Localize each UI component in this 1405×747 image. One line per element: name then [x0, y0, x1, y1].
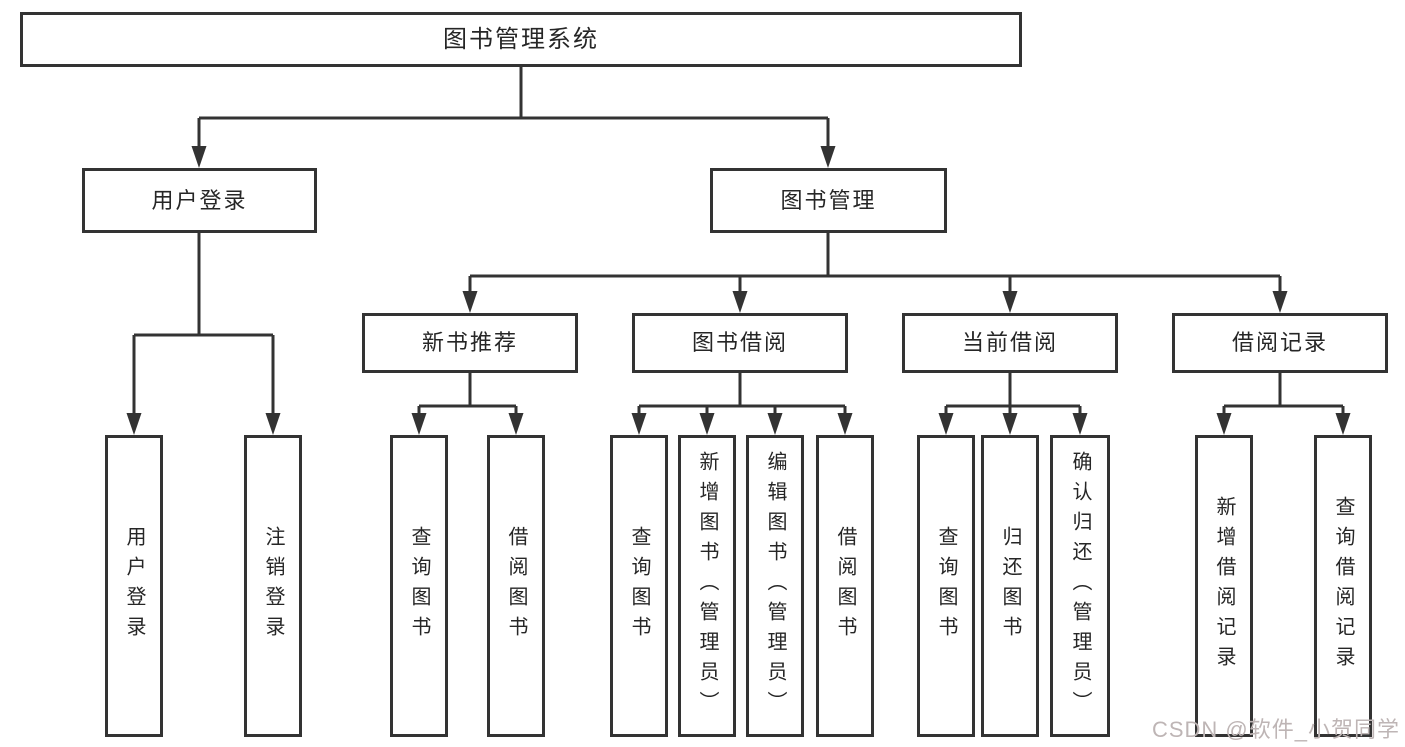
leaf-borrow-books-borrowing: 借阅图书 — [816, 435, 874, 737]
node-borrowing-records: 借阅记录 — [1172, 313, 1388, 373]
leaf-borrow-books-recommend-label: 借阅图书 — [505, 526, 527, 646]
leaf-return-book-label: 归还图书 — [999, 526, 1021, 646]
leaf-edit-book-admin-label: 编辑图书（管理员） — [764, 451, 786, 721]
leaf-borrow-books-recommend: 借阅图书 — [487, 435, 545, 737]
leaf-add-borrow-record-label: 新增借阅记录 — [1213, 496, 1235, 676]
leaf-logout: 注销登录 — [244, 435, 302, 737]
leaf-logout-label: 注销登录 — [262, 526, 284, 646]
node-library-management-system: 图书管理系统 — [20, 12, 1022, 67]
leaf-add-book-admin-label: 新增图书（管理员） — [696, 451, 718, 721]
node-current-borrowing: 当前借阅 — [902, 313, 1118, 373]
leaf-user-login: 用户登录 — [105, 435, 163, 737]
leaf-query-books-borrowing-label: 查询图书 — [628, 526, 650, 646]
node-book-borrowing: 图书借阅 — [632, 313, 848, 373]
node-new-book-recommend: 新书推荐 — [362, 313, 578, 373]
leaf-borrow-books-borrowing-label: 借阅图书 — [834, 526, 856, 646]
leaf-confirm-return-admin-label: 确认归还（管理员） — [1069, 451, 1091, 721]
leaf-return-book: 归还图书 — [981, 435, 1039, 737]
connector-edges — [132, 67, 1345, 419]
leaf-edit-book-admin: 编辑图书（管理员） — [746, 435, 804, 737]
leaf-query-books-current-label: 查询图书 — [935, 526, 957, 646]
leaf-add-borrow-record: 新增借阅记录 — [1195, 435, 1253, 737]
leaf-user-login-label: 用户登录 — [123, 526, 145, 646]
leaf-query-borrow-record-label: 查询借阅记录 — [1332, 496, 1354, 676]
leaf-query-borrow-record: 查询借阅记录 — [1314, 435, 1372, 737]
leaf-query-books-recommend: 查询图书 — [390, 435, 448, 737]
node-book-management: 图书管理 — [710, 168, 947, 233]
leaf-query-books-recommend-label: 查询图书 — [408, 526, 430, 646]
leaf-add-book-admin: 新增图书（管理员） — [678, 435, 736, 737]
csdn-watermark: CSDN @软件_小贺同学 — [1151, 717, 1400, 742]
leaf-confirm-return-admin: 确认归还（管理员） — [1050, 435, 1110, 737]
leaf-query-books-borrowing: 查询图书 — [610, 435, 668, 737]
leaf-query-books-current: 查询图书 — [917, 435, 975, 737]
node-user-login-group: 用户登录 — [82, 168, 317, 233]
arrowheads — [126, 146, 1351, 435]
